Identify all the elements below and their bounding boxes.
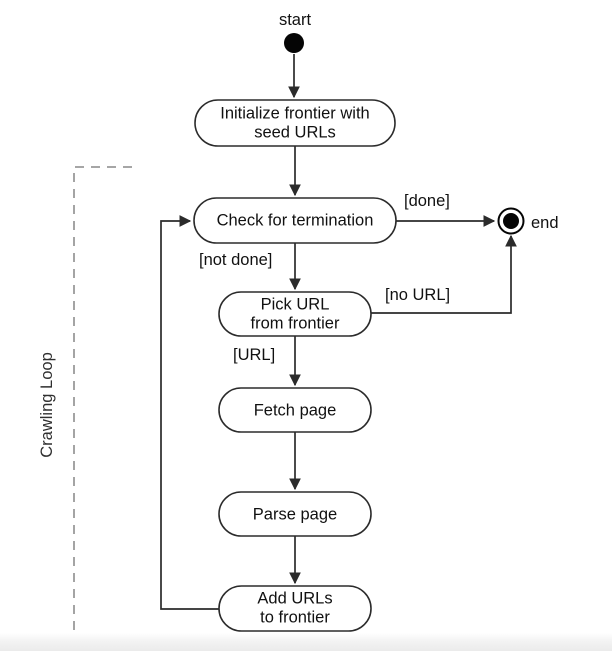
guard-no-url: [no URL]: [385, 286, 450, 304]
node-parse-page: Parse page: [218, 491, 372, 537]
node-check-termination-line1: Check for termination: [217, 211, 374, 229]
start-label: start: [279, 11, 312, 29]
crawling-loop-frame-border: [73, 166, 132, 644]
final-node-dot-icon: [503, 213, 519, 229]
node-parse-page-line1: Parse page: [253, 505, 337, 523]
node-fetch-page-line1: Fetch page: [254, 401, 337, 419]
node-pick-url-line2: from frontier: [251, 314, 340, 332]
edge-add-to-check-loopback: [160, 215, 219, 610]
edge-pick-to-end: [371, 234, 517, 314]
crawling-loop-label: Crawling Loop: [38, 352, 56, 457]
node-pick-url-line1: Pick URL: [261, 295, 330, 313]
guard-not-done: [not done]: [199, 251, 272, 269]
node-initialize-frontier-line2: seed URLs: [254, 123, 336, 141]
guard-done: [done]: [404, 192, 450, 210]
node-check-termination: Check for termination: [193, 197, 397, 244]
guard-url: [URL]: [233, 346, 275, 364]
end-label: end: [531, 214, 559, 232]
node-initialize-frontier-line1: Initialize frontier with: [220, 104, 369, 122]
end-terminal: end: [497, 207, 559, 235]
start-terminal: start: [279, 11, 312, 53]
initial-node-icon: [284, 33, 304, 53]
node-fetch-page: Fetch page: [218, 387, 372, 433]
node-initialize-frontier: Initialize frontier with seed URLs: [194, 99, 396, 147]
node-add-urls-line2: to frontier: [260, 608, 330, 626]
node-add-urls-line1: Add URLs: [257, 589, 332, 607]
node-pick-url: Pick URL from frontier: [218, 291, 372, 337]
crawling-loop-frame: Crawling Loop: [38, 166, 132, 644]
node-add-urls: Add URLs to frontier: [218, 585, 372, 632]
